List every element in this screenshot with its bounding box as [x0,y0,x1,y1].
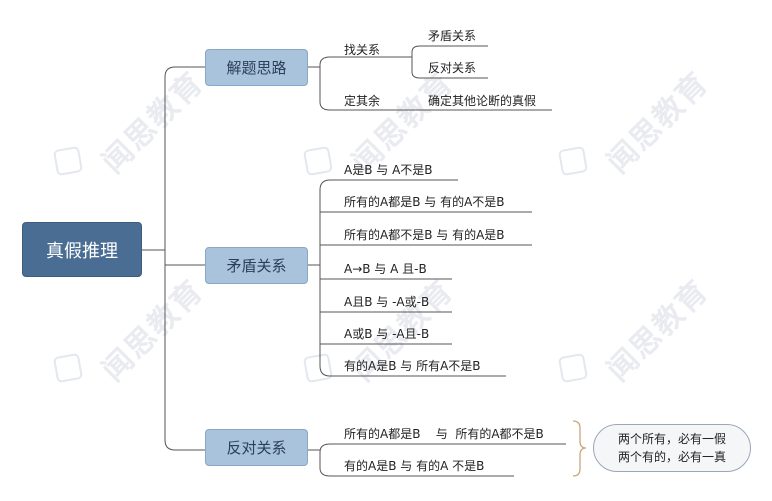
summary-note-line: 两个有的，必有一真 [617,450,726,464]
leaf-contrary-pair[interactable]: 所有的A都是B 与 所有的A都不是B [344,427,544,441]
branch-node-contrary[interactable]: 反对关系 [205,429,308,466]
leaf-contrary[interactable]: 反对关系 [428,61,477,75]
leaf-determine-truth[interactable]: 确定其他论断的真假 [428,94,537,108]
leaf-contradiction-pair[interactable]: 所有的A都是B 与 有的A不是B [344,195,505,209]
branch-node-solving-approach[interactable]: 解题思路 [205,49,308,86]
leaf-contradiction-pair[interactable]: 所有的A都不是B 与 有的A是B [344,228,505,242]
leaf-contrary-pair[interactable]: 有的A是B 与 有的A 不是B [344,459,485,473]
leaf-contradiction-pair[interactable]: A或B 与 -A且-B [344,327,430,341]
leaf-contradiction[interactable]: 矛盾关系 [428,29,477,43]
leaf-contradiction-pair[interactable]: A是B 与 A不是B [344,163,433,177]
leaf-contradiction-pair[interactable]: 有的A是B 与 所有A不是B [344,359,481,373]
summary-note[interactable]: 两个所有，必有一假 两个有的，必有一真 [593,424,751,472]
root-node[interactable]: 真假推理 [22,222,142,277]
branch-node-contradiction[interactable]: 矛盾关系 [205,247,308,284]
leaf-determine-rest[interactable]: 定其余 [344,94,381,108]
brace [572,420,587,477]
summary-note-line: 两个所有，必有一假 [617,432,726,446]
leaf-find-relation[interactable]: 找关系 [344,43,381,57]
leaf-contradiction-pair[interactable]: A→B 与 A 且-B [344,262,427,276]
leaf-contradiction-pair[interactable]: A且B 与 -A或-B [344,295,430,309]
